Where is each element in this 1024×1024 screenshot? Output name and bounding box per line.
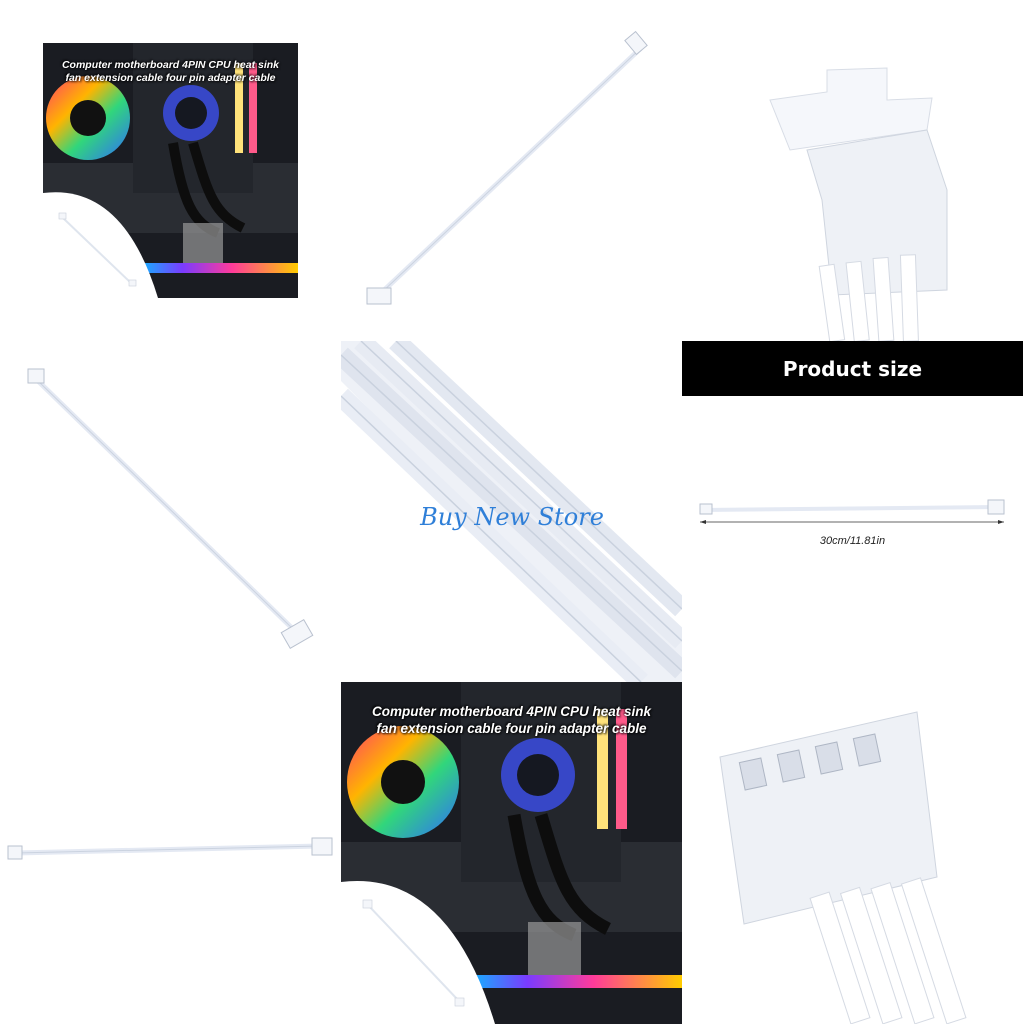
photo-caption-line-2: fan extension cable four pin adapter cab… [65,72,276,85]
cable-photo-horizontal [0,682,341,1024]
product-size-heading: Product size [682,341,1023,396]
product-size-diagram [682,396,1024,536]
cable-photo-diagonal-middle [0,341,341,682]
pc-interior-photo-bottom: Computer motherboard 4PIN CPU heat sink … [341,682,682,1024]
store-watermark: Buy New Store [420,503,604,531]
photo-caption-line-1: Computer motherboard 4PIN CPU heat sink [61,59,280,71]
connector-closeup-top [682,0,1024,341]
cable-photo-diagonal-top [341,0,682,341]
connector-front-closeup [682,682,1024,1024]
photo-caption-line-1: Computer motherboard 4PIN CPU heat sink [371,704,652,719]
pc-interior-photo-top: Computer motherboard 4PIN CPU heat sink … [43,43,298,298]
photo-caption-line-2: fan extension cable four pin adapter cab… [376,720,647,736]
product-length-label: 30cm/11.81in [819,535,886,547]
cable-wires-closeup [341,341,682,682]
pc-interior-illustration [43,43,298,298]
